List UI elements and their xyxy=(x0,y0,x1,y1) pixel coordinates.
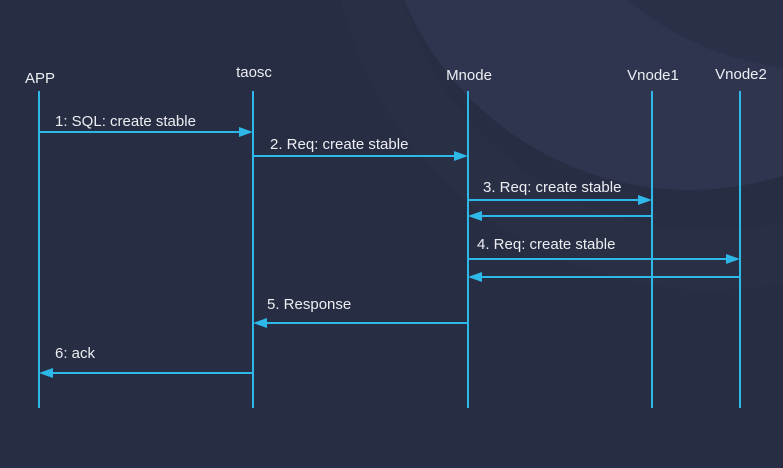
message-arrow-5 xyxy=(267,322,468,324)
participant-label-mnode: Mnode xyxy=(446,67,492,84)
lifeline-vnode1 xyxy=(651,91,653,408)
participant-label-app: APP xyxy=(24,70,56,87)
arrowhead-right-icon xyxy=(726,254,740,264)
participant-label-vnode2: Vnode2 xyxy=(715,66,767,83)
participant-label-taosc: taosc xyxy=(236,64,272,81)
arrowhead-left-icon xyxy=(468,211,482,221)
arrowhead-left-icon xyxy=(468,272,482,282)
message-arrow-return-vnode2 xyxy=(482,276,740,278)
message-arrow-1 xyxy=(39,131,239,133)
lifeline-mnode xyxy=(467,91,469,408)
arrowhead-left-icon xyxy=(39,368,53,378)
lifeline-app xyxy=(38,91,40,408)
message-arrow-return-vnode1 xyxy=(482,215,652,217)
arrowhead-right-icon xyxy=(638,195,652,205)
arrowhead-right-icon xyxy=(454,151,468,161)
lifeline-taosc xyxy=(252,91,254,408)
message-label-2: 2. Req: create stable xyxy=(270,136,409,153)
message-arrow-2 xyxy=(253,155,454,157)
arrowhead-right-icon xyxy=(239,127,253,137)
message-arrow-3 xyxy=(468,199,638,201)
message-label-4: 4. Req: create stable xyxy=(477,236,616,253)
message-label-3: 3. Req: create stable xyxy=(483,179,622,196)
arrowhead-left-icon xyxy=(253,318,267,328)
message-arrow-6 xyxy=(53,372,253,374)
lifeline-vnode2 xyxy=(739,91,741,408)
participant-label-vnode1: Vnode1 xyxy=(627,67,679,84)
message-arrow-4 xyxy=(468,258,726,260)
message-label-5: 5. Response xyxy=(267,296,352,313)
message-label-6: 6: ack xyxy=(55,345,96,362)
message-label-1: 1: SQL: create stable xyxy=(55,113,196,130)
